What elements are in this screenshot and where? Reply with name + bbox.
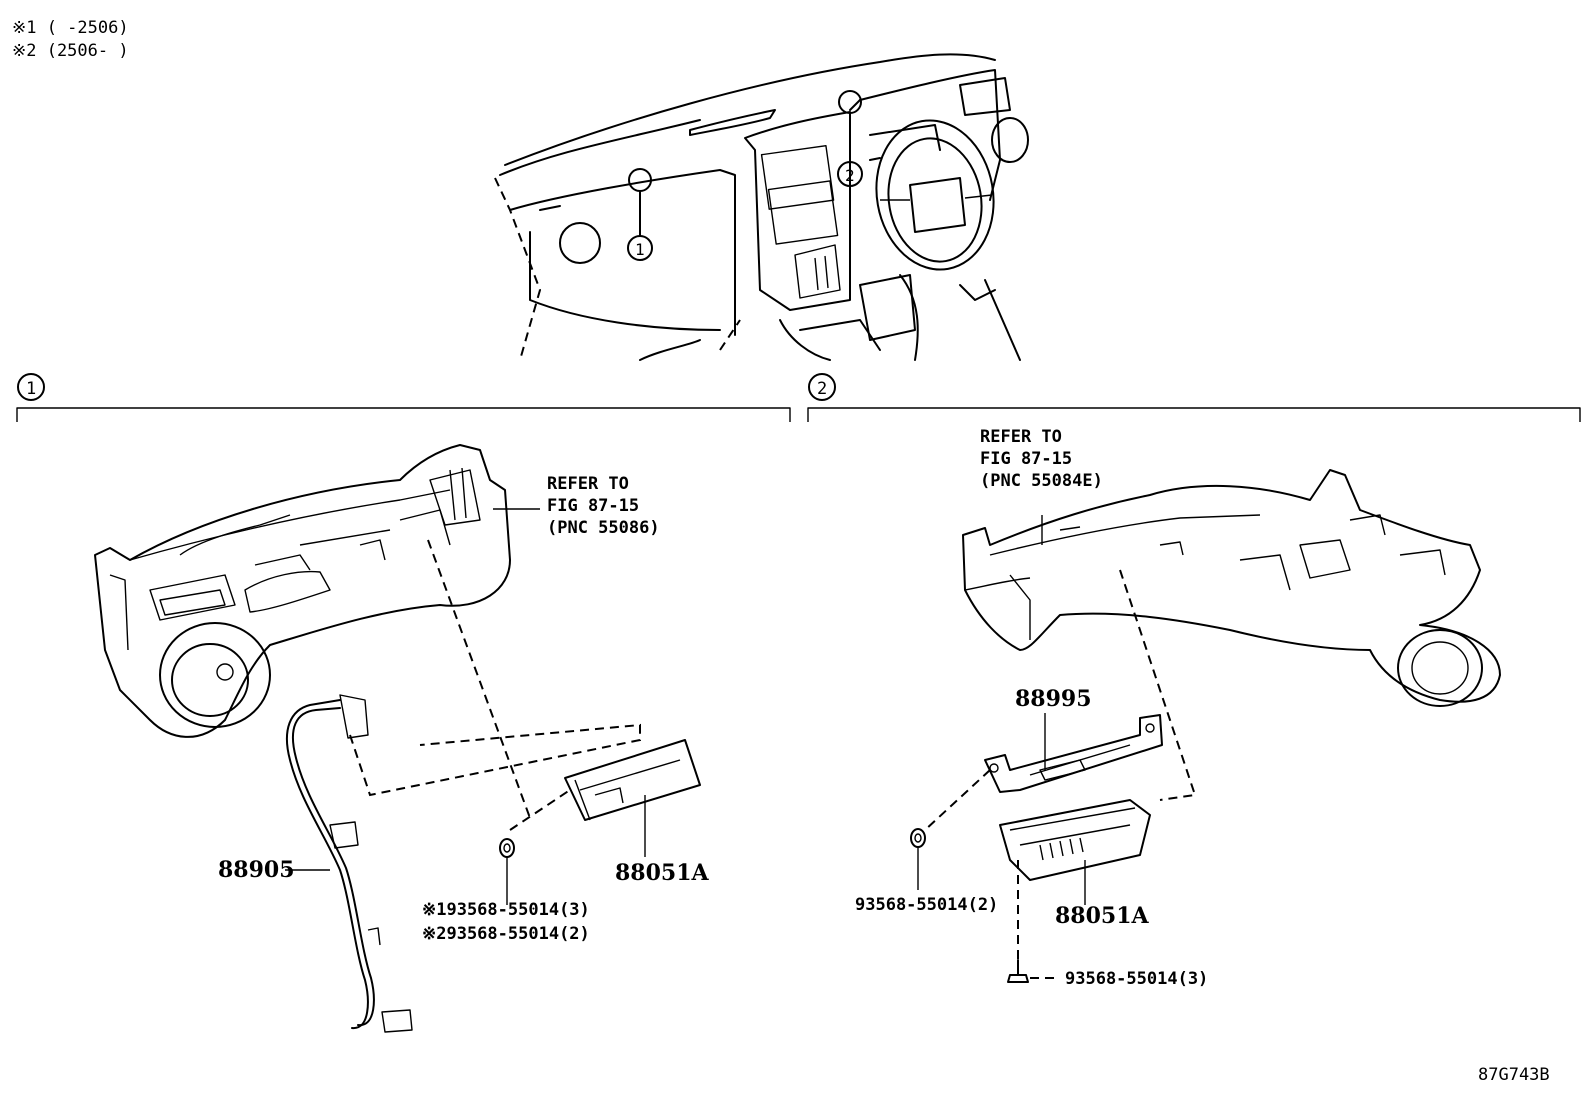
right-refer-line3: (PNC 55084E) [980,471,1103,491]
left-module-88051a [564,739,701,857]
right-refer-line1: REFER TO [980,427,1062,447]
figure-code: 87G743B [1478,1065,1550,1085]
left-assembly-dashes [427,539,531,819]
dashboard-overview: 1 2 [494,53,1029,361]
section-1-marker: 1 [26,379,36,399]
section-2-bracket [807,407,1581,422]
right-bolt-bottom-icon [1007,959,1060,983]
right-bolt-left-label: 93568-55014(2) [855,895,998,915]
right-module-88051a [999,799,1151,905]
left-refer-line1: REFER TO [547,474,629,494]
section-2-marker: 2 [817,379,827,399]
left-duct-illustration [94,444,540,738]
callout-1-dash: 1 [635,240,645,259]
left-module-label: 88051A [615,860,710,886]
right-module-label: 88051A [1055,903,1150,929]
left-bolt-label-2: ※293568-55014(2) [422,924,590,944]
bracket-88995 [984,713,1163,793]
right-duct-illustration [962,469,1501,707]
note-2: ※2 (2506- ) [12,41,129,61]
note-1: ※1 ( -2506) [12,18,129,38]
left-refer-line3: (PNC 55086) [547,518,660,538]
right-assembly-dashes [1119,569,1197,801]
right-bolt-bottom-label: 93568-55014(3) [1065,969,1208,989]
bracket-88995-label: 88995 [1015,686,1092,712]
callout-2-dash: 2 [845,166,855,185]
section-1-bracket [16,407,791,422]
harness-88905-label: 88905 [218,857,295,883]
left-bolt-label-1: ※193568-55014(3) [422,900,590,920]
left-refer-line2: FIG 87-15 [547,496,639,516]
harness-88905-illustration [285,694,413,1033]
right-refer-line2: FIG 87-15 [980,449,1072,469]
right-bolt-left-icon [910,828,926,890]
left-bolt-icon [499,838,515,905]
